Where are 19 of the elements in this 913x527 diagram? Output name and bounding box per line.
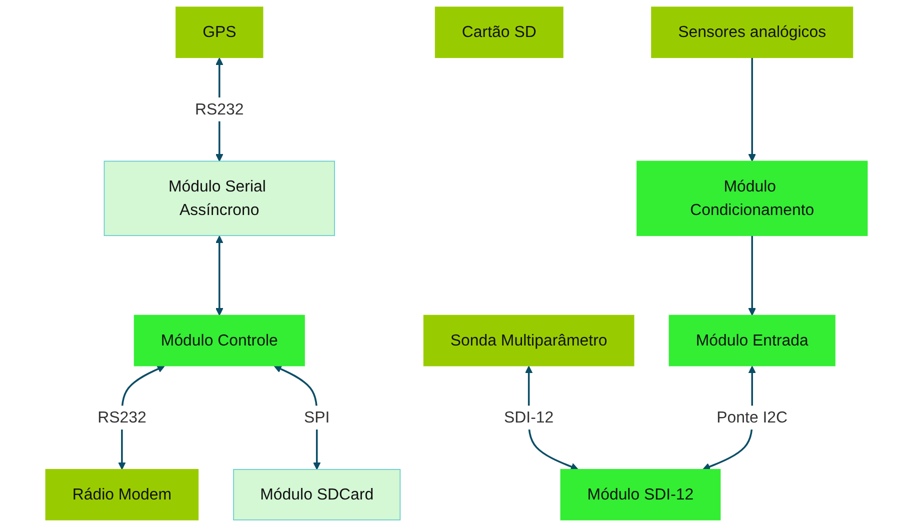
edge-label: SPI [304,408,330,426]
arrow [748,236,756,316]
arrow [216,236,224,316]
node-box: Rádio Modem [45,468,199,520]
edge-label: RS232 [195,100,244,118]
node-box: GPS [176,6,264,58]
node-box: Módulo Entrada [668,314,836,366]
node-box: Módulo Controle [134,314,305,366]
edge-label: Ponte I2C [716,408,788,426]
node-box: Módulo SDI-12 [560,468,721,520]
node-box: Cartão SD [434,6,564,58]
node-box: Módulo SDCard [233,468,401,520]
node-box: Sonda Multiparâmetro [423,314,634,366]
edge-label: RS232 [98,408,146,426]
arrow [748,58,756,162]
node-box: Sensores analógicos [651,6,854,58]
edge-label: SDI-12 [504,408,554,426]
node-box: Módulo Condicionamento [636,160,868,236]
node-box: Módulo Serial Assíncrono [104,160,335,236]
